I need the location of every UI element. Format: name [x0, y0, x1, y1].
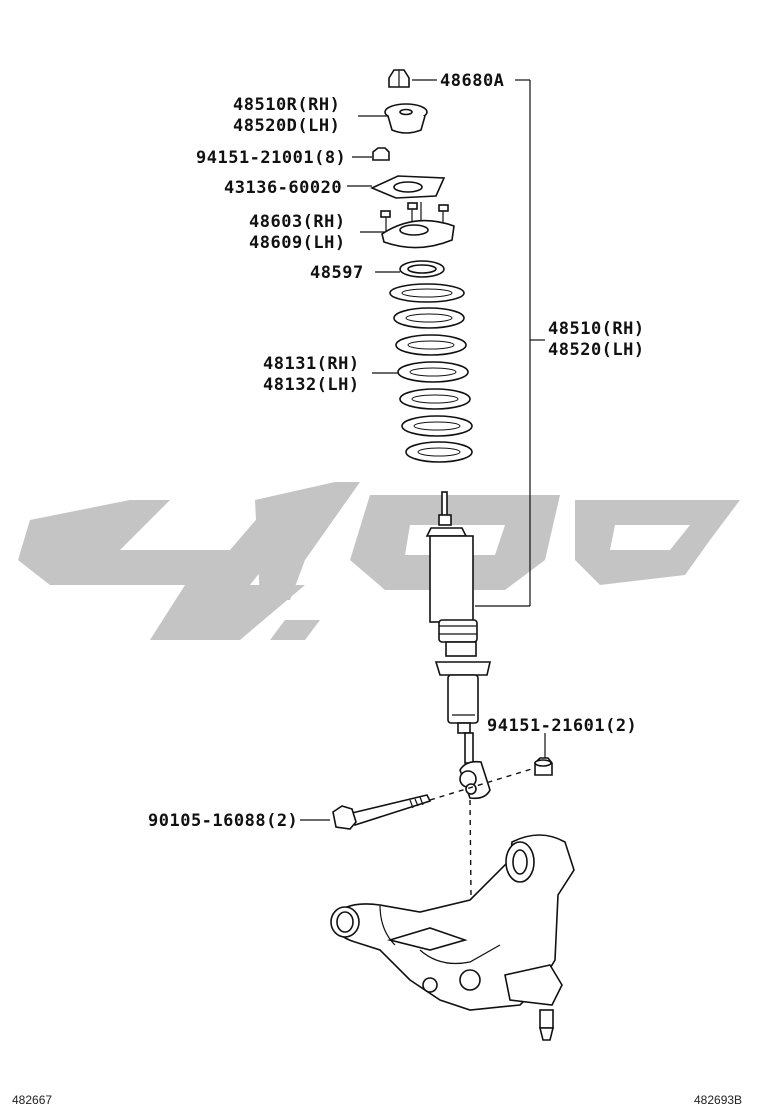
cap-nut-icon: [388, 69, 410, 88]
hex-nut-icon: [534, 757, 553, 776]
shock-absorber-icon: [425, 491, 492, 800]
label-48510R: 48510R(RH): [233, 95, 340, 115]
leader-lines: [300, 79, 546, 821]
label-48680A: 48680A: [440, 71, 504, 91]
label-43136-60020: 43136-60020: [224, 178, 342, 198]
label-48131: 48131(RH): [263, 354, 360, 374]
lower-control-arm-icon: [330, 834, 575, 1041]
support-plate-icon: [370, 175, 446, 199]
label-48609: 48609(LH): [249, 233, 346, 253]
label-48510: 48510(RH): [548, 319, 645, 339]
label-94151-21001: 94151-21001(8): [196, 148, 346, 168]
label-90105-16088: 90105-16088(2): [148, 811, 298, 831]
footer-left-code: 482667: [12, 1093, 52, 1107]
label-48520: 48520(LH): [548, 340, 645, 360]
label-48597: 48597: [310, 263, 364, 283]
label-48132: 48132(LH): [263, 375, 360, 395]
strut-mount-icon: [380, 202, 455, 249]
coil-spring-icon: [389, 283, 473, 463]
bearing-ring-icon: [399, 260, 445, 278]
label-48603: 48603(RH): [249, 212, 346, 232]
watermark-logo: [18, 482, 740, 640]
small-nut-icon: [372, 147, 390, 161]
upper-support-cup-icon: [384, 103, 428, 134]
bolt-icon: [332, 794, 432, 830]
label-94151-21601: 94151-21601(2): [487, 716, 637, 736]
footer-right-code: 482693B: [694, 1093, 742, 1107]
label-48520D: 48520D(LH): [233, 116, 340, 136]
